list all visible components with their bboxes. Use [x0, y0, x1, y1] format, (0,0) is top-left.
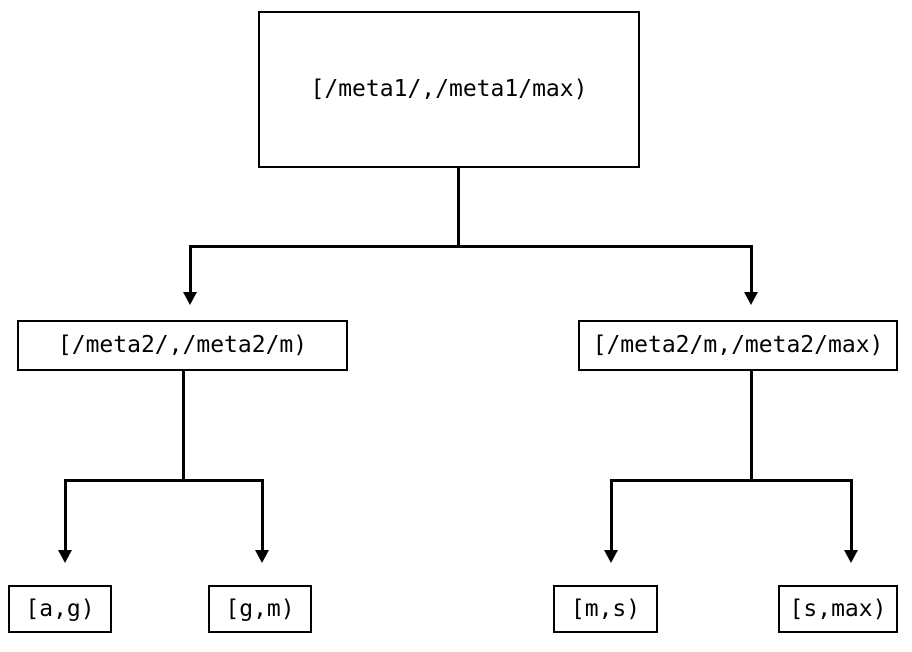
- node-root: [/meta1/,/meta1/max): [258, 11, 640, 168]
- node-mid-right: [/meta2/m,/meta2/max): [578, 320, 898, 371]
- edge-mid-right-to-leaf-4-drop: [850, 479, 853, 551]
- edge-root-to-mid-right-drop: [750, 245, 753, 293]
- node-leaf-2: [g,m): [208, 585, 312, 633]
- arrowhead-root-to-mid-right-icon: [744, 292, 758, 305]
- edge-mid-right-bus: [610, 479, 853, 482]
- edge-mid-left-to-leaf-1-drop: [64, 479, 67, 551]
- node-leaf-1: [a,g): [8, 585, 112, 633]
- node-leaf-2-label: [g,m): [225, 595, 295, 622]
- edge-mid-right-stem: [750, 371, 753, 482]
- node-root-label: [/meta1/,/meta1/max): [310, 76, 588, 102]
- node-mid-left-label: [/meta2/,/meta2/m): [57, 332, 308, 358]
- edge-mid-left-to-leaf-2-drop: [261, 479, 264, 551]
- node-mid-right-label: [/meta2/m,/meta2/max): [592, 332, 884, 358]
- node-leaf-3-label: [m,s): [570, 595, 641, 622]
- edge-mid-right-to-leaf-3-drop: [610, 479, 613, 551]
- edge-mid-left-stem: [182, 371, 185, 482]
- arrowhead-mid-left-to-leaf-2-icon: [255, 550, 269, 563]
- arrowhead-root-to-mid-left-icon: [183, 292, 197, 305]
- edge-root-bus: [189, 245, 753, 248]
- arrowhead-mid-left-to-leaf-1-icon: [58, 550, 72, 563]
- node-leaf-4-label: [s,max): [789, 595, 887, 622]
- arrowhead-mid-right-to-leaf-3-icon: [604, 550, 618, 563]
- node-mid-left: [/meta2/,/meta2/m): [17, 320, 348, 371]
- arrowhead-mid-right-to-leaf-4-icon: [844, 550, 858, 563]
- edge-mid-left-bus: [64, 479, 264, 482]
- node-leaf-4: [s,max): [778, 585, 898, 633]
- edge-root-stem: [457, 168, 460, 247]
- node-leaf-1-label: [a,g): [25, 595, 95, 622]
- edge-root-to-mid-left-drop: [189, 245, 192, 293]
- node-leaf-3: [m,s): [553, 585, 658, 633]
